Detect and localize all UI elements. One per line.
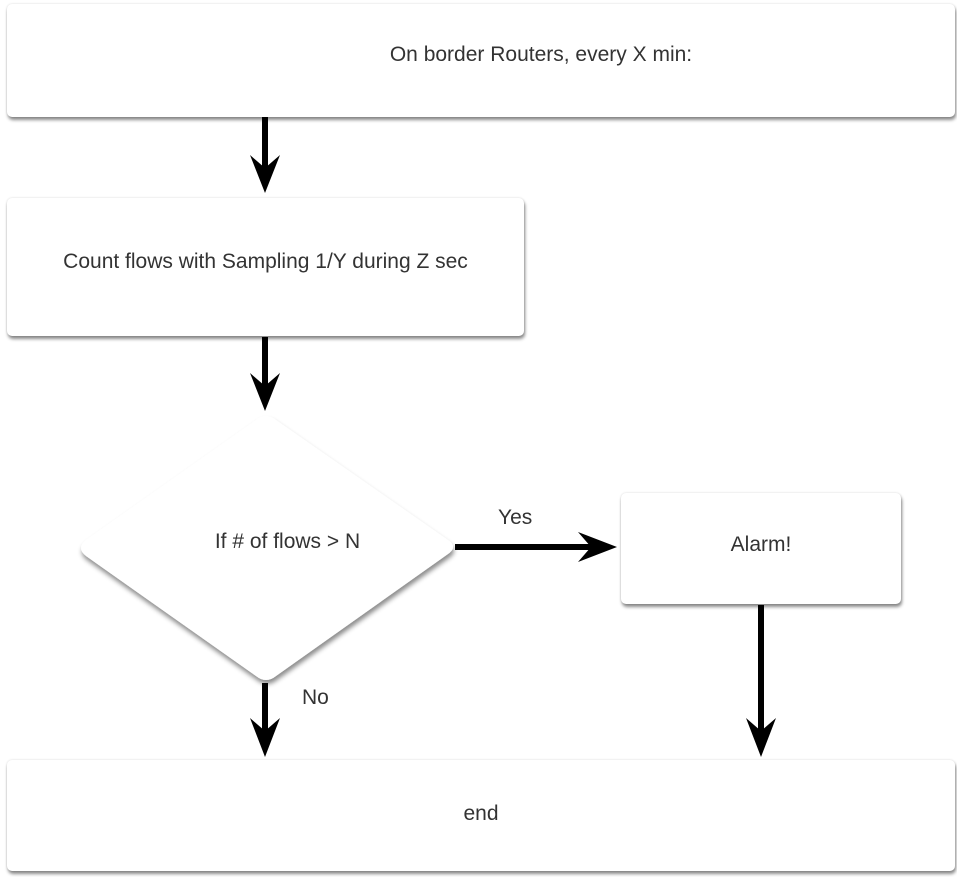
alarm-step-box: Alarm!	[621, 493, 901, 604]
count-flows-step-box: Count flows with Sampling 1/Y during Z s…	[7, 198, 524, 336]
end-step-box: end	[7, 760, 955, 871]
arrow-count-to-decision	[250, 337, 280, 411]
alarm-step-text: Alarm!	[730, 532, 792, 556]
start-step-box: On border Routers, every X min:	[7, 4, 955, 117]
count-flows-step-text: Count flows with Sampling 1/Y during Z s…	[63, 250, 468, 273]
no-branch-label: No	[302, 686, 329, 709]
arrow-start-to-count	[250, 117, 280, 193]
arrow-no-to-end	[250, 683, 280, 757]
decision-text: If # of flows > N	[214, 530, 361, 553]
arrow-alarm-to-end	[746, 605, 776, 757]
start-step-text: On border Routers, every X min:	[389, 42, 693, 66]
arrow-yes-to-alarm	[455, 532, 617, 562]
end-step-text: end	[463, 801, 499, 825]
decision-diamond	[81, 416, 453, 680]
yes-branch-label: Yes	[498, 506, 533, 529]
